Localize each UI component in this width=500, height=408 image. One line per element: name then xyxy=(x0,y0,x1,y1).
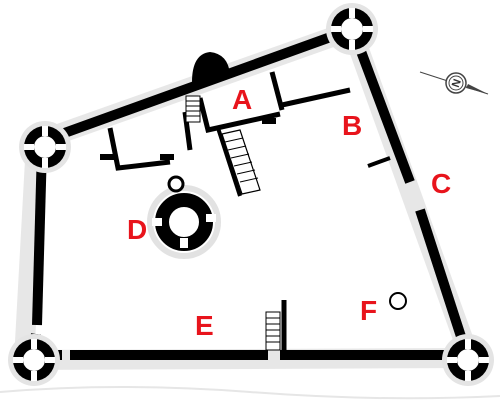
apse xyxy=(192,52,230,82)
tower-ne xyxy=(326,3,378,55)
compass-letter: N xyxy=(450,78,464,90)
east-wall-upper xyxy=(351,36,415,184)
tower-nw xyxy=(19,121,71,173)
ground-line xyxy=(0,386,500,400)
label-d: D xyxy=(127,214,148,245)
room-west xyxy=(107,127,171,171)
east-wall-lower xyxy=(415,208,471,354)
inner-buildings xyxy=(107,71,351,171)
round-keep xyxy=(147,175,221,259)
stair-south xyxy=(265,300,287,358)
curtain-walls xyxy=(32,25,471,360)
label-c: C xyxy=(431,168,452,199)
door-block-1 xyxy=(100,154,114,160)
north-wall xyxy=(43,25,352,145)
room-a-east xyxy=(269,71,285,111)
compass-rose-icon: N xyxy=(419,71,489,95)
tower-se xyxy=(442,334,494,386)
door-block-2 xyxy=(160,154,174,160)
label-b: B xyxy=(342,110,363,141)
outer-shadow xyxy=(14,20,480,370)
wall-stub-b xyxy=(367,156,391,168)
west-wall-upper xyxy=(32,147,47,326)
label-f: F xyxy=(360,295,378,326)
label-e: E xyxy=(195,310,214,341)
stair-center xyxy=(216,127,261,197)
room-b-wall xyxy=(281,87,351,108)
tower-sw xyxy=(8,334,60,386)
well xyxy=(389,292,407,310)
stair-north xyxy=(185,95,201,123)
room-a xyxy=(197,97,281,133)
label-a: A xyxy=(232,84,253,115)
door-block-3 xyxy=(262,118,276,124)
